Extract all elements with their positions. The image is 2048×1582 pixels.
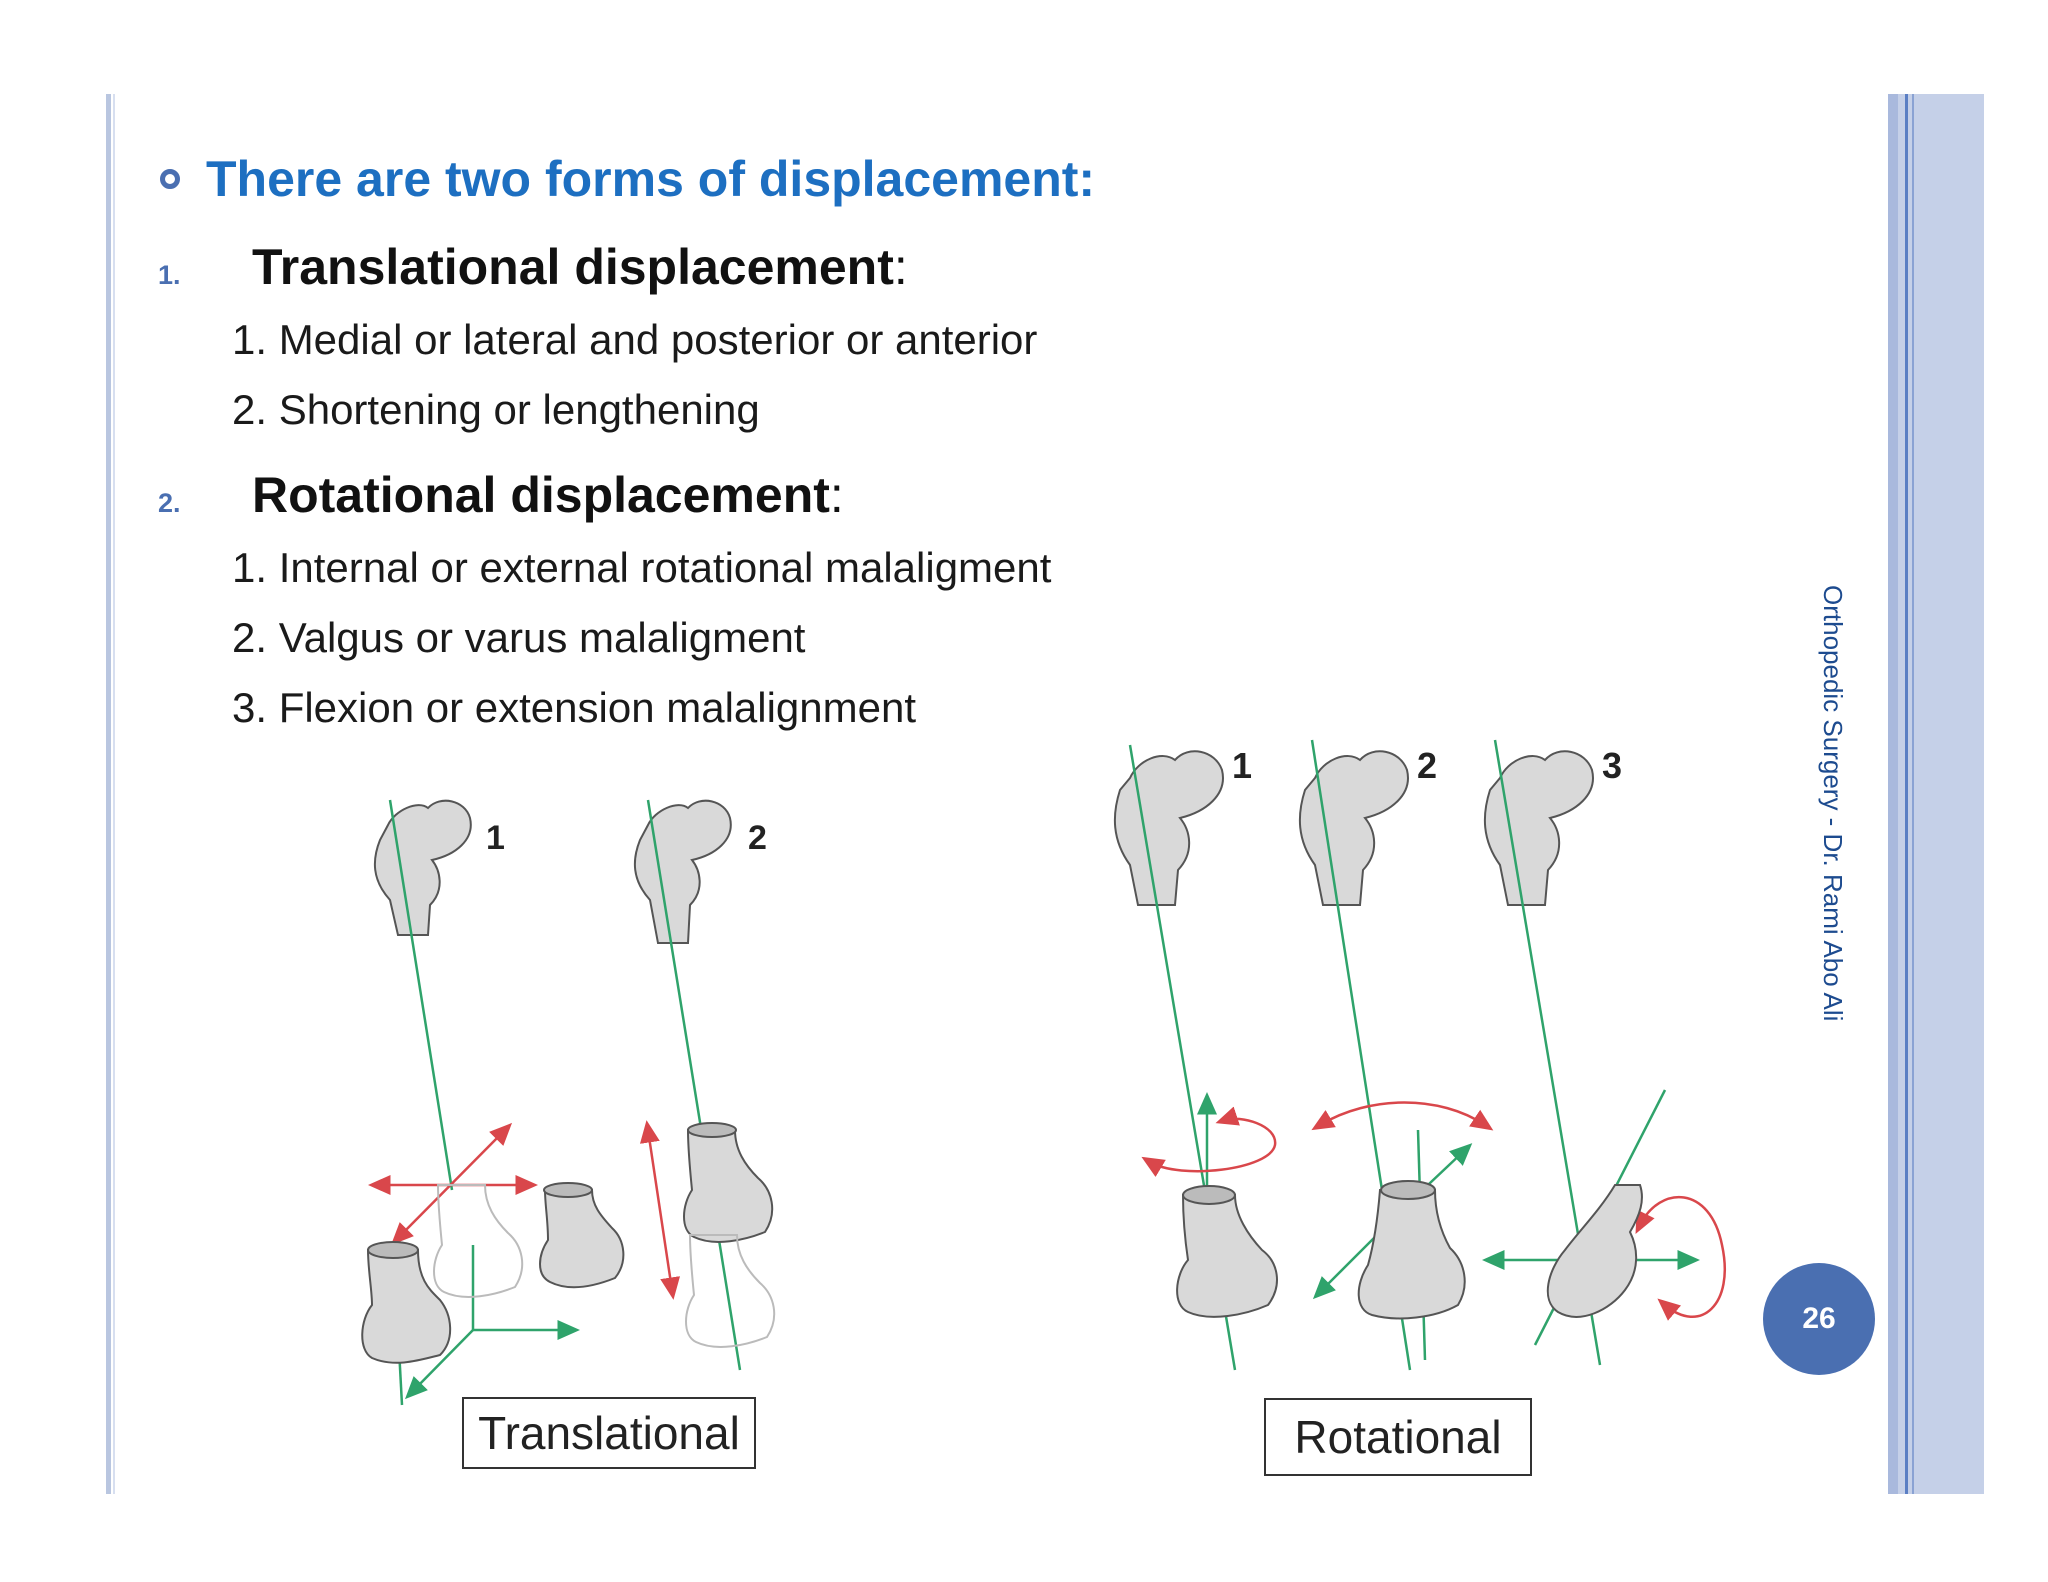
page-number-badge: 26: [1763, 1263, 1875, 1375]
sub-item: 2. Shortening or lengthening: [232, 386, 760, 433]
rotational-diagram: 1 2 3: [1113, 739, 1727, 1371]
circle-bullet-icon: [160, 169, 180, 189]
right-decorative-band: [1888, 94, 1984, 1494]
figure-label: 2: [1417, 745, 1437, 786]
figure-label: 1: [1232, 745, 1252, 786]
right-band-stripe: [1888, 94, 1898, 1494]
femur-distal-bone: [1176, 1180, 1643, 1320]
femur-distal-bone: [361, 1122, 776, 1364]
list-item-translational: 1. Translational displacement :: [158, 238, 908, 296]
right-band-line-thin: [1912, 94, 1914, 1494]
caption-rotational: Rotational: [1264, 1398, 1532, 1476]
list-colon: :: [893, 239, 908, 295]
sub-item: 2. Valgus or varus malaligment: [232, 614, 806, 661]
list-item-rotational: 2. Rotational displacement :: [158, 466, 844, 524]
sub-item: 3. Flexion or extension malalignment: [232, 684, 917, 731]
figure-label: 2: [748, 819, 767, 857]
list-number: 1.: [158, 260, 181, 290]
left-border-rule-inner: [113, 94, 115, 1494]
side-footer-text: Orthopedic Surgery - Dr. Rami Abo Ali: [1818, 585, 1848, 1022]
list-colon: :: [829, 467, 844, 523]
sub-item: 1. Medial or lateral and posterior or an…: [232, 316, 1038, 363]
femur-head-bone: [373, 799, 732, 944]
figure-label: 3: [1602, 745, 1622, 786]
list-title: Translational displacement: [252, 239, 894, 295]
right-band-line: [1905, 94, 1908, 1494]
translational-diagram: 1 2: [361, 799, 776, 1406]
caption-translational: Translational: [462, 1397, 756, 1469]
figure-label: 1: [486, 819, 505, 857]
femur-head-bone: [1113, 750, 1594, 906]
sub-item: 1. Internal or external rotational malal…: [232, 544, 1052, 591]
slide-heading: There are two forms of displacement:: [160, 150, 1095, 208]
list-title: Rotational displacement: [252, 467, 830, 523]
heading-text: There are two forms of displacement:: [206, 151, 1096, 207]
left-border-rule: [106, 94, 111, 1494]
list-number: 2.: [158, 488, 181, 518]
